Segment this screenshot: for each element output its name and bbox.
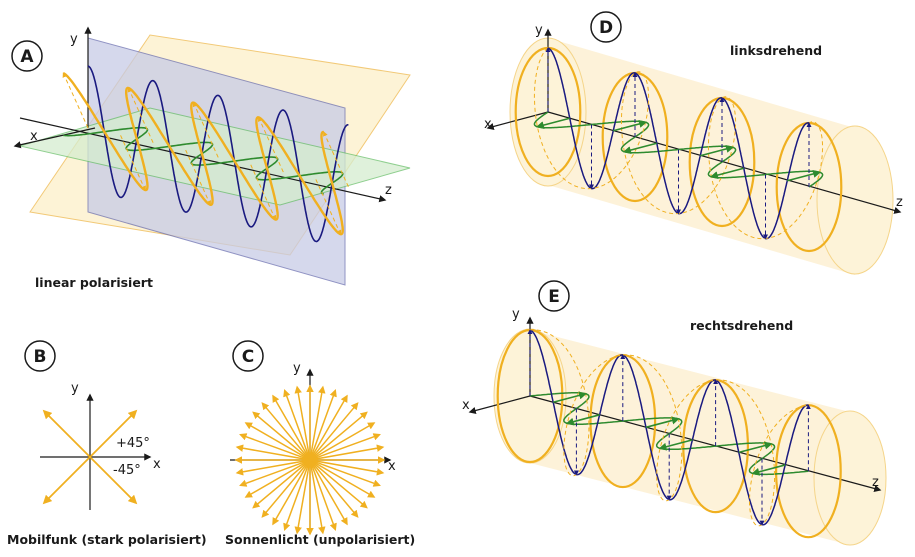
resultant-vector: [127, 87, 154, 143]
resultant-vector: [257, 116, 284, 173]
resultant-vector: [323, 131, 349, 188]
b-field-vector: [613, 120, 648, 132]
polarisation-arrow: [235, 444, 385, 476]
b-field-vector: [645, 416, 680, 429]
badge-a: A: [11, 40, 43, 72]
panel-a-linear: A x y z linear polarisiert: [11, 26, 411, 290]
polarisation-star: [234, 384, 386, 536]
cylinder-body: [530, 330, 850, 545]
badge-c-label: C: [242, 347, 254, 367]
b-field-vector: [738, 441, 773, 454]
wave-a: [62, 65, 349, 243]
badge-b-label: B: [34, 347, 47, 367]
b-field-vector: [751, 464, 786, 476]
resultant-vector: [185, 149, 211, 206]
resultant-vector: [120, 135, 146, 191]
helix-e: [496, 328, 842, 539]
b-field-vector: [622, 142, 657, 154]
angle-minus45-label: -45°: [113, 463, 141, 478]
panel-d-left-circular: D x y z linksdrehend: [484, 11, 903, 275]
caption-linear: linear polarisiert: [35, 275, 153, 290]
badge-c: C: [232, 340, 264, 372]
panel-b-polarised: B x y +45° -45° Mobilfunk (stark polaris…: [7, 340, 207, 547]
angle-plus45-label: +45°: [116, 436, 150, 451]
cylinder-end: [813, 410, 887, 546]
axis-z-label: z: [385, 183, 392, 198]
resultant-vector: [315, 179, 342, 236]
axis-z-label: z: [872, 475, 879, 490]
wave-e-field: [87, 65, 349, 243]
badge-b: B: [24, 340, 56, 372]
x-axis: [13, 127, 96, 149]
panel-c-unpolarised: C x y Sonnenlicht (unpolarisiert): [225, 340, 415, 547]
b-field-vector: [709, 167, 744, 179]
resultant-vector: [192, 101, 219, 158]
badge-d-label: D: [599, 18, 613, 38]
b-field-vector: [535, 117, 570, 129]
axis-z-label: z: [896, 195, 903, 210]
caption-rechtsdrehend: rechtsdrehend: [690, 318, 793, 333]
axis-x-label: x: [30, 129, 38, 144]
axis-y-label: y: [512, 307, 520, 322]
b-field-vector: [787, 170, 822, 182]
polarisation-minus45: [42, 409, 138, 505]
badge-a-label: A: [20, 47, 34, 67]
b-field-vector: [552, 391, 588, 404]
b-field-vector: [658, 439, 693, 451]
b-field-vector: [700, 145, 735, 157]
caption-linksdrehend: linksdrehend: [730, 43, 822, 58]
cylinder-end: [816, 125, 894, 275]
badge-e: E: [538, 280, 570, 312]
x-axis: [468, 395, 531, 414]
axis-y-label: y: [70, 32, 78, 47]
axis-y-label: y: [293, 361, 301, 376]
panel-e-right-circular: E x y z rechtsdrehend: [462, 280, 887, 546]
axis-x-label: x: [484, 117, 492, 132]
helix-d: [514, 46, 843, 253]
axis-y-label: y: [535, 23, 543, 38]
axis-x-label: x: [462, 398, 470, 413]
axis-y-label: y: [71, 381, 79, 396]
caption-mobilfunk: Mobilfunk (stark polarisiert): [7, 532, 207, 547]
b-field-vector: [565, 414, 600, 426]
resultant-vector: [62, 72, 89, 129]
axis-x-label: x: [388, 459, 396, 474]
badge-e-label: E: [548, 287, 560, 307]
caption-sonnenlicht: Sonnenlicht (unpolarisiert): [225, 532, 415, 547]
resultant-vector: [250, 164, 277, 221]
axis-x-label: x: [153, 457, 161, 472]
badge-d: D: [590, 11, 622, 43]
x-axis: [486, 111, 549, 130]
z-axis: [529, 395, 882, 492]
wave-b-field: [63, 126, 344, 195]
